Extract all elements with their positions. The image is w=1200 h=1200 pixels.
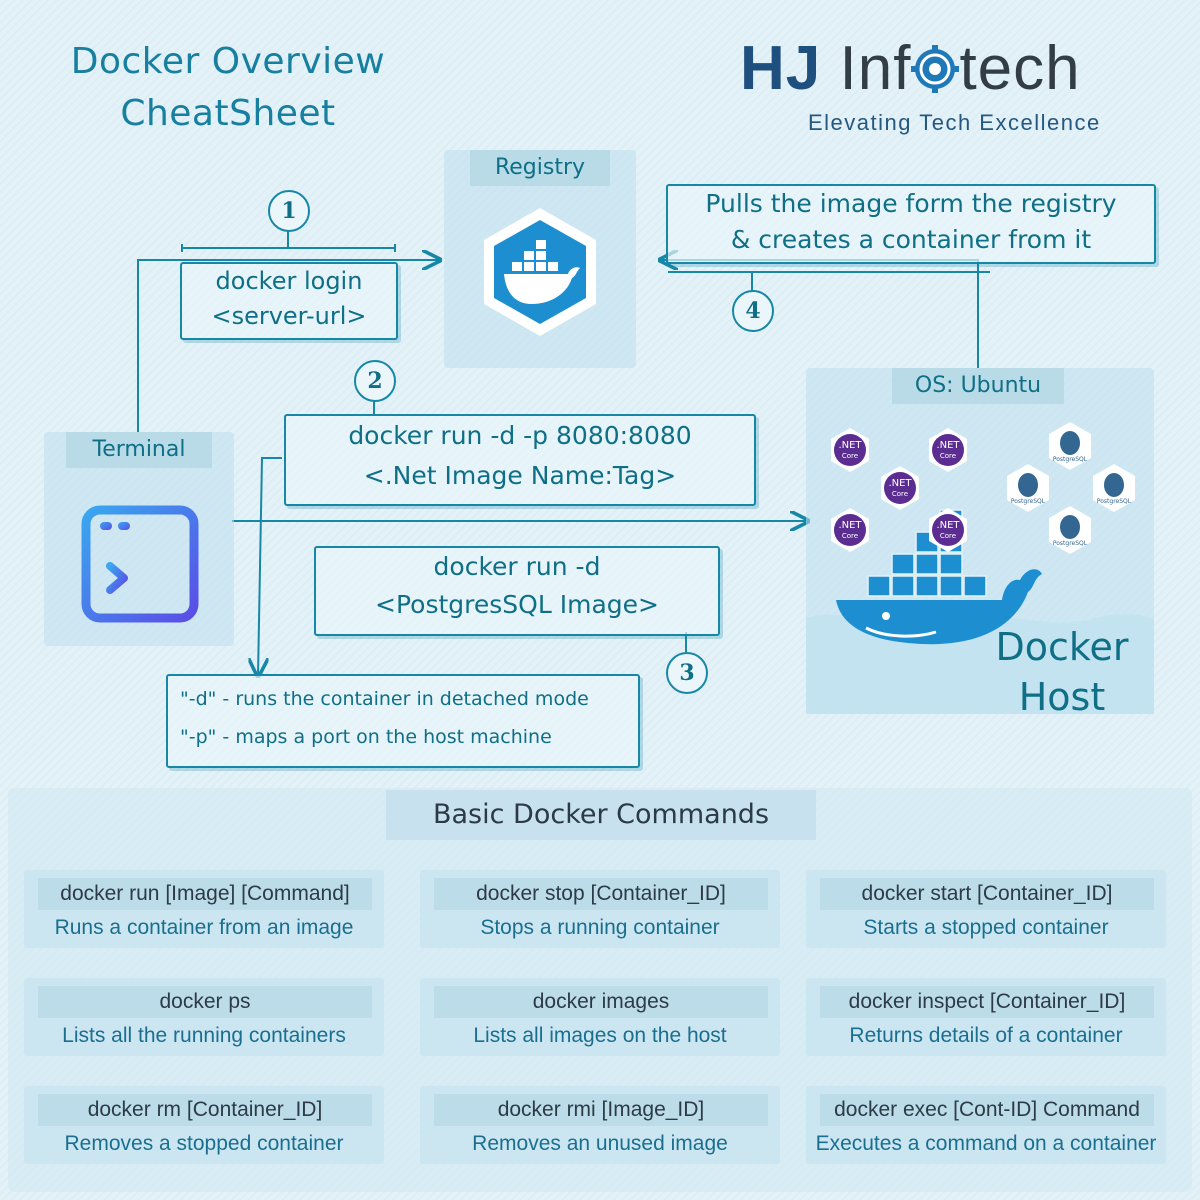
logo-text-inf: Inf	[839, 34, 912, 103]
title-line-2: CheatSheet	[120, 93, 336, 134]
docker-host-title: Docker Host	[964, 622, 1160, 722]
command-name: docker stop [Container_ID]	[434, 878, 768, 910]
terminal-window-icon[interactable]	[80, 504, 200, 624]
docker-host-title-line-2: Host	[1018, 675, 1106, 719]
postgresql-badges	[1007, 422, 1135, 554]
logo-text-tech: tech	[959, 34, 1081, 103]
step-1-line-1: docker login	[215, 267, 363, 295]
dotnet-label: .NET	[838, 440, 862, 451]
logo-text-hj: HJ	[740, 34, 822, 103]
step-3-line-2: <PostgresSQL Image>	[375, 590, 659, 619]
logo-tagline: Elevating Tech Excellence	[808, 110, 1101, 135]
command-card: docker start [Container_ID] Starts a stop…	[806, 870, 1166, 948]
command-description: Removes an unused image	[472, 1132, 728, 1155]
command-name: docker images	[434, 986, 768, 1018]
command-name: docker start [Container_ID]	[820, 878, 1154, 910]
command-description: Executes a command on a container	[815, 1132, 1157, 1155]
dotnet-label: .NET	[936, 520, 960, 531]
title-line-1: Docker Overview	[70, 41, 386, 82]
command-name: docker rmi [Image_ID]	[434, 1094, 768, 1126]
command-card: docker ps Lists all the running container…	[24, 978, 384, 1056]
command-description: Stops a running container	[480, 916, 720, 939]
os-label: OS: Ubuntu	[892, 368, 1064, 404]
dotnet-label: .NET	[888, 478, 912, 489]
docker-host-illustration	[806, 422, 1154, 714]
step-3-badge: 3	[666, 652, 708, 694]
step-1-command-box: docker login <server-url>	[180, 262, 398, 340]
step-2-command-box: docker run -d -p 8080:8080 <.Net Image N…	[284, 414, 756, 506]
brand-logo: HJ Inf tech	[740, 34, 1081, 104]
step-2-line-1: docker run -d -p 8080:8080	[348, 421, 692, 450]
dotnet-badges	[831, 428, 967, 552]
page-title: Docker Overview CheatSheet	[38, 36, 418, 140]
gear-globe-icon	[911, 45, 960, 93]
step-3-line-1: docker run -d	[433, 552, 601, 581]
flag-p-note: "-p" - maps a port on the host machine	[180, 726, 552, 748]
command-card: docker rm [Container_ID] Removes a stoppe…	[24, 1086, 384, 1164]
command-description: Lists all the running containers	[62, 1024, 346, 1047]
docker-whale-icon[interactable]	[472, 204, 608, 340]
step-4-note-box: Pulls the image form the registry & crea…	[666, 184, 1156, 264]
postgresql-badge-3: PostgreSQL	[1096, 498, 1132, 505]
postgresql-badge-1: PostgreSQL	[1052, 456, 1088, 463]
step-3-command-box: docker run -d <PostgresSQL Image>	[314, 546, 720, 636]
step-1-line-2: <server-url>	[211, 302, 367, 330]
dotnet-label: .NET	[936, 440, 960, 451]
command-name: docker ps	[38, 986, 372, 1018]
step-4-line-2: & creates a container from it	[730, 225, 1092, 254]
command-name: docker run [Image] [Command]	[38, 878, 372, 910]
command-name: docker exec [Cont-ID] Command	[820, 1094, 1154, 1126]
command-description: Returns details of a container	[849, 1024, 1123, 1047]
step-4-line-1: Pulls the image form the registry	[705, 189, 1117, 218]
commands-title: Basic Docker Commands	[386, 790, 816, 840]
dotnet-sub: Core	[939, 452, 957, 460]
command-description: Removes a stopped container	[64, 1132, 344, 1155]
command-description: Runs a container from an image	[54, 916, 354, 939]
dotnet-sub: Core	[841, 532, 859, 540]
step-1-badge: 1	[268, 190, 310, 232]
registry-label: Registry	[470, 150, 610, 186]
command-card: docker run [Image] [Command] Runs a conta…	[24, 870, 384, 948]
postgresql-badge-4: PostgreSQL	[1052, 540, 1088, 547]
command-card: docker rmi [Image_ID] Removes an unused i…	[420, 1086, 780, 1164]
command-name: docker rm [Container_ID]	[38, 1094, 372, 1126]
step-2-badge: 2	[354, 360, 396, 402]
command-description: Lists all images on the host	[473, 1024, 727, 1047]
step-4-badge: 4	[732, 290, 774, 332]
command-description: Starts a stopped container	[863, 916, 1109, 939]
dotnet-sub: Core	[939, 532, 957, 540]
dotnet-label: .NET	[838, 520, 862, 531]
terminal-label: Terminal	[66, 432, 212, 468]
command-name: docker inspect [Container_ID]	[820, 986, 1154, 1018]
flag-d-note: "-d" - runs the container in detached mo…	[180, 688, 589, 710]
dotnet-sub: Core	[841, 452, 859, 460]
step-2-line-2: <.Net Image Name:Tag>	[363, 461, 677, 490]
dotnet-sub: Core	[891, 490, 909, 498]
flags-note-box: "-d" - runs the container in detached mo…	[166, 674, 640, 768]
postgresql-badge-2: PostgreSQL	[1010, 498, 1046, 505]
docker-host-title-line-1: Docker	[995, 625, 1129, 669]
command-card: docker inspect [Container_ID] Returns det…	[806, 978, 1166, 1056]
command-card: docker stop [Container_ID] Stops a runnin…	[420, 870, 780, 948]
